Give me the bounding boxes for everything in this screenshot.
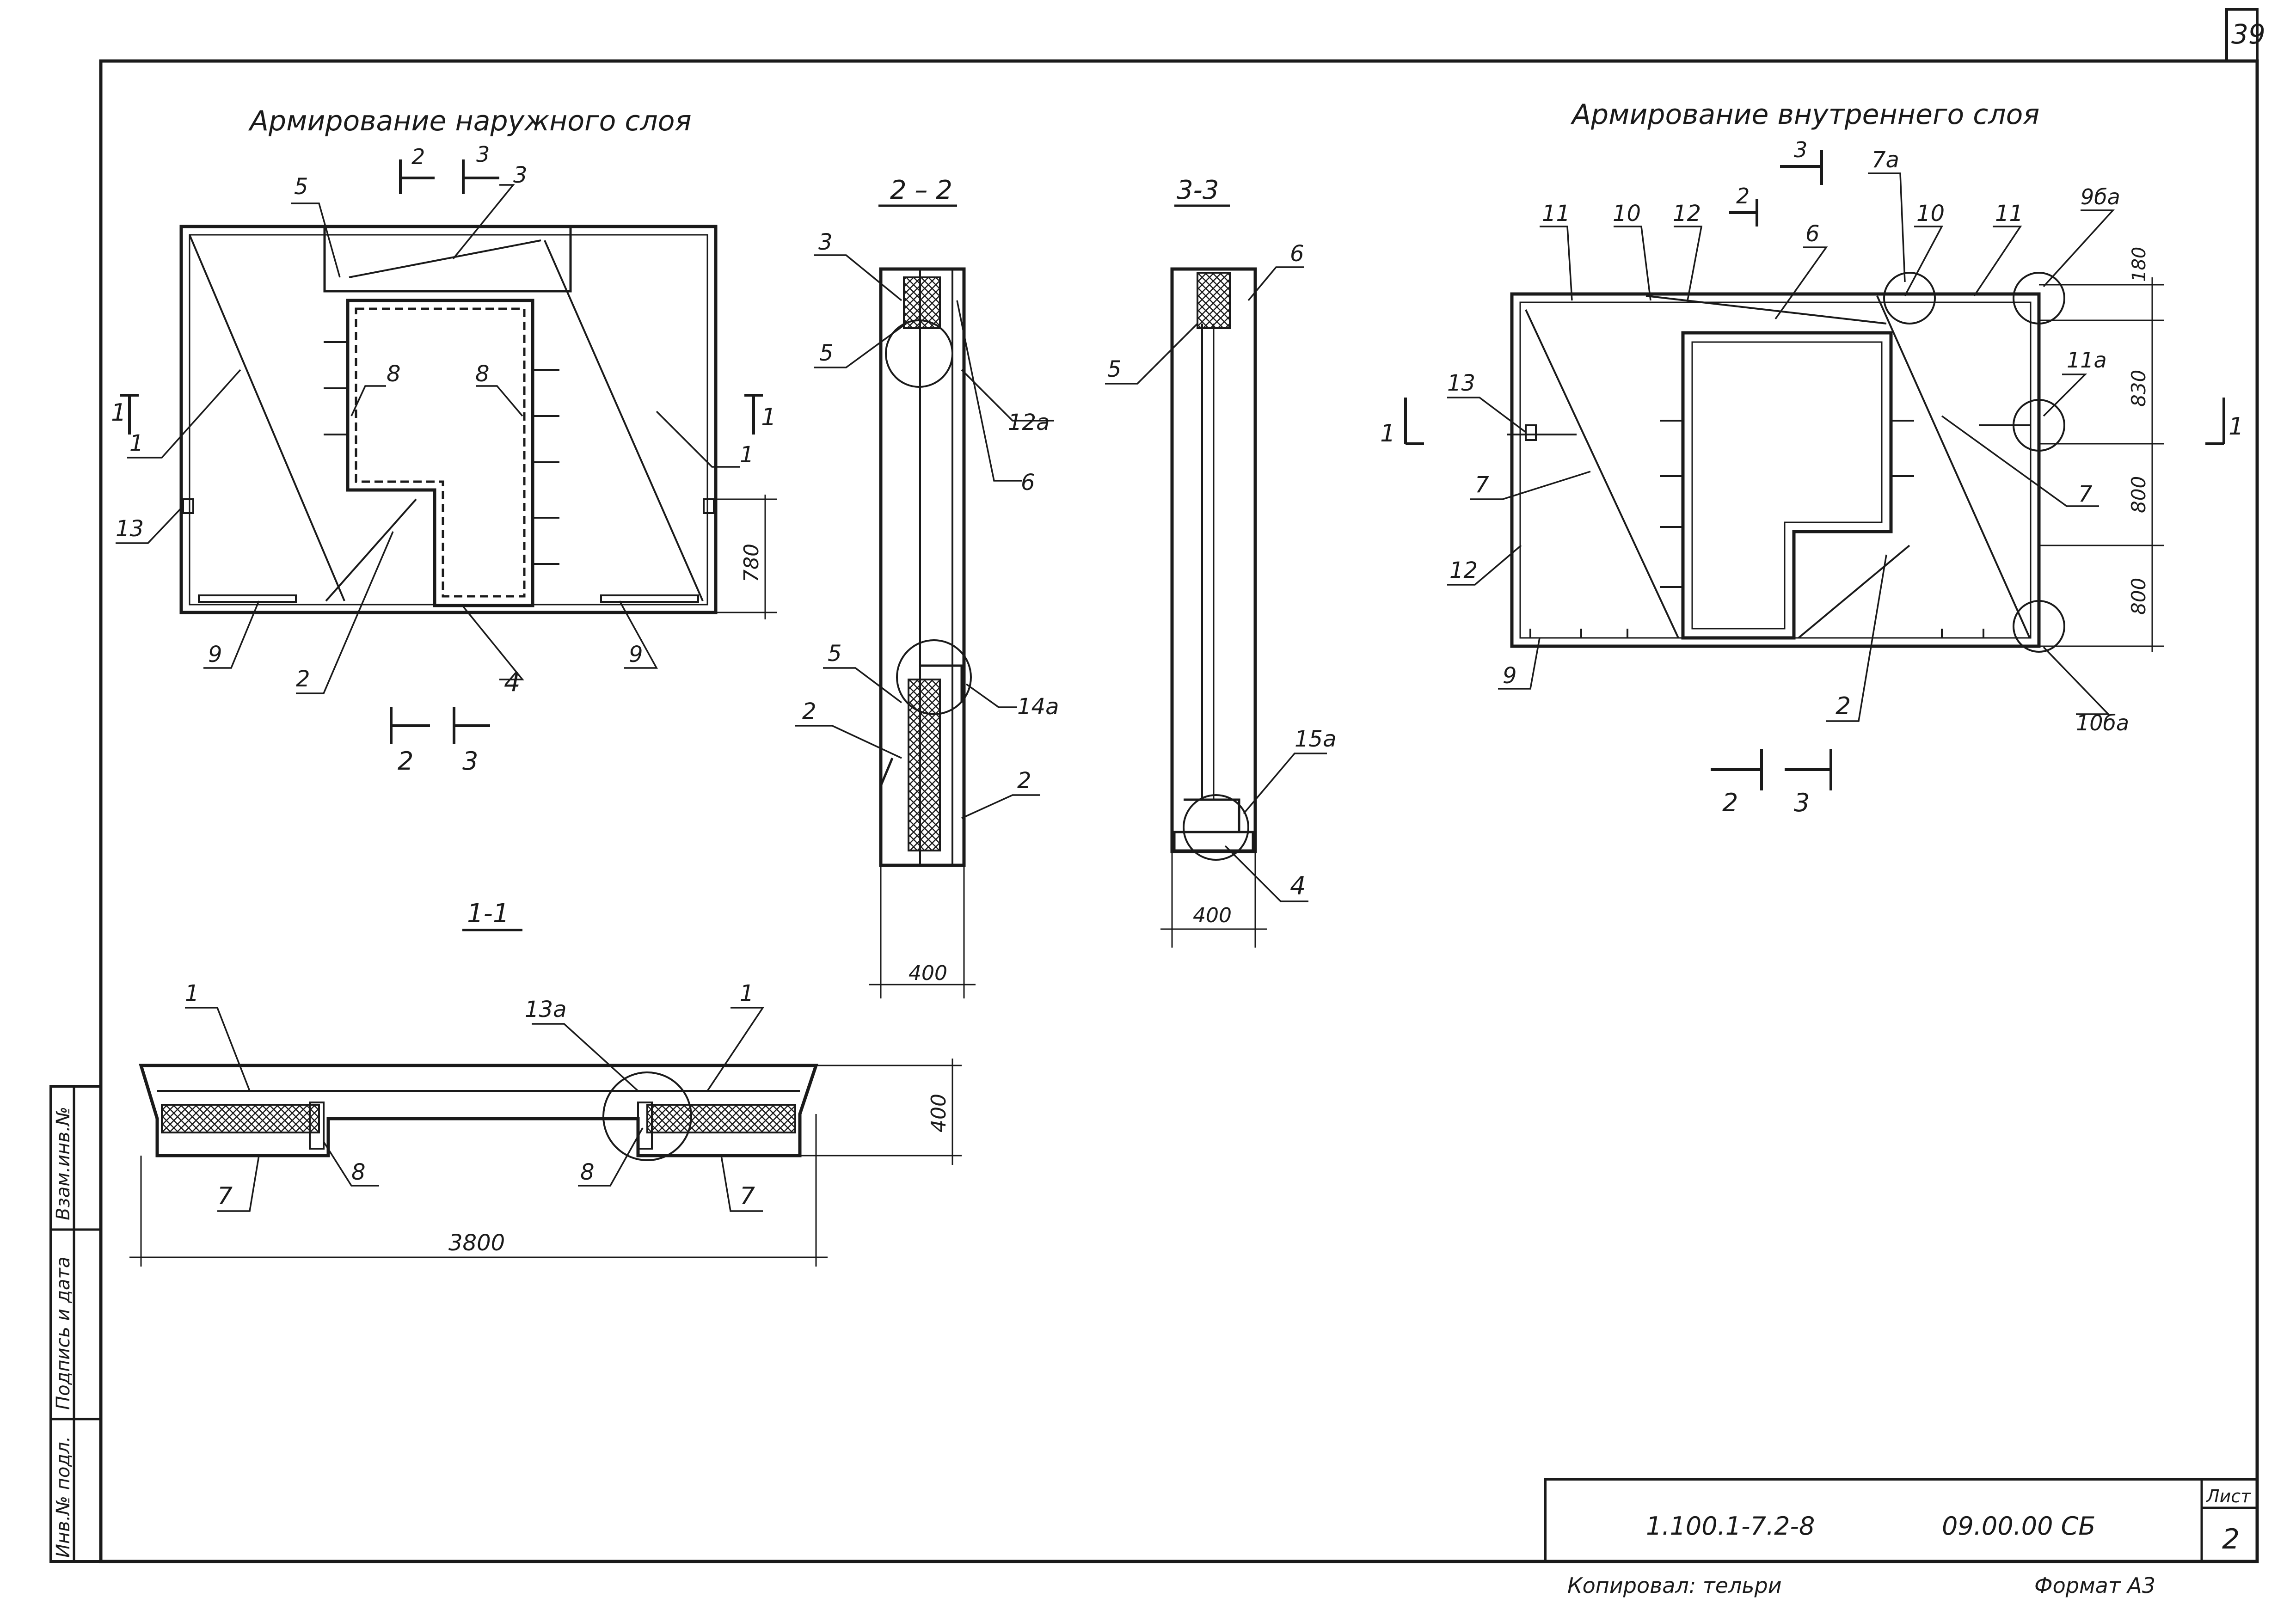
section-2-2-label-5-top: 5: [819, 340, 834, 366]
section-1-1-label-8-right: 8: [580, 1159, 595, 1185]
inner-label-9ba: 9ба: [2081, 184, 2120, 209]
section-2-2: 2 – 2 400 3 6 5 12а 5 14а 2 2: [795, 175, 1059, 998]
inner-label-7-right: 7: [2078, 481, 2093, 507]
sheet-label: Лист: [2205, 1486, 2252, 1506]
stamp-replacement-inv: Взам.инв.№: [53, 1107, 74, 1220]
section-2-2-dim-400: 400: [909, 961, 947, 985]
outer-label-1-left: 1: [129, 430, 144, 456]
sheet-number: 2: [2222, 1523, 2240, 1555]
inner-label-11a: 11а: [2067, 348, 2107, 373]
inner-cut-mark-1-right: 1: [2228, 413, 2244, 441]
inner-label-13: 13: [1447, 370, 1475, 396]
outer-label-1-right: 1: [740, 442, 754, 468]
section-1-1-title: 1-1: [467, 899, 509, 929]
inner-cut-mark-3-top: 3: [1794, 137, 1807, 162]
inner-label-11-left: 11: [1542, 201, 1570, 226]
inner-dim-800-lower: 800: [2127, 578, 2150, 615]
outer-label-9-left: 9: [208, 642, 222, 667]
section-3-3-label-6: 6: [1290, 241, 1304, 267]
inner-cut-mark-2-bottom: 2: [1722, 788, 1738, 817]
outer-label-9-right: 9: [629, 642, 643, 667]
section-1-1-dim-3800: 3800: [448, 1230, 505, 1256]
section-3-3-dim-400: 400: [1193, 904, 1232, 927]
section-2-2-label-14a: 14а: [1017, 694, 1059, 720]
format-label: Формат А3: [2034, 1573, 2155, 1598]
section-2-2-title: 2 – 2: [890, 175, 952, 205]
outer-label-2: 2: [296, 666, 310, 692]
section-2-2-label-3: 3: [818, 229, 833, 255]
inner-cut-mark-2-top: 2: [1736, 184, 1750, 208]
section-3-3-label-15a: 15а: [1295, 726, 1337, 752]
section-1-1-dim-400: 400: [927, 1094, 951, 1132]
section-3-3-label-4: 4: [1290, 871, 1306, 900]
stamp-signature-date: Подпись и дата: [53, 1257, 74, 1410]
outer-cut-mark-1-right: 1: [761, 404, 776, 431]
outer-cut-mark-3-top: 3: [476, 142, 490, 167]
side-stamp-strip: Взам.инв.№ Подпись и дата Инв.№ подл.: [49, 1085, 102, 1563]
section-2-2-label-6: 6: [1021, 470, 1035, 496]
outer-layer-plan: Армирование наружного слоя 780: [111, 105, 777, 776]
inner-dim-800-upper: 800: [2127, 476, 2150, 513]
outer-cut-mark-3-bottom: 3: [462, 747, 478, 776]
outer-label-4: 4: [504, 667, 521, 698]
outer-cut-mark-1-left: 1: [111, 399, 126, 427]
section-2-2-label-5-bottom: 5: [828, 641, 842, 667]
inner-label-10ba: 10ба: [2076, 710, 2129, 735]
outer-label-3: 3: [513, 162, 528, 188]
section-1-1-label-1-right: 1: [740, 980, 754, 1006]
section-1-1: 1-1 400 3800 1 13а 1 7 8 8 7: [129, 899, 962, 1267]
inner-label-9: 9: [1503, 663, 1517, 689]
outer-layer-title: Армирование наружного слоя: [248, 105, 692, 137]
corner-sheet-number: 39: [2231, 18, 2265, 50]
section-1-1-label-8-left: 8: [351, 1159, 366, 1185]
inner-dim-830: 830: [2127, 370, 2150, 407]
section-1-1-label-7-left: 7: [217, 1182, 233, 1210]
outer-dim-780: 780: [740, 544, 763, 582]
inner-label-12-top: 12: [1673, 201, 1701, 226]
inner-layer-plan: Армирование внутреннего слоя 180 830: [1380, 98, 2244, 817]
inner-layer-title: Армирование внутреннего слоя: [1570, 98, 2039, 131]
section-2-2-label-12a: 12а: [1008, 410, 1050, 435]
inner-label-10-right: 10: [1916, 201, 1945, 226]
section-3-3: 3-3 400 6 5 15а 4: [1105, 175, 1337, 948]
inner-label-7-left: 7: [1475, 472, 1489, 498]
outer-label-13: 13: [116, 516, 144, 542]
inner-cut-mark-3-bottom: 3: [1794, 788, 1810, 817]
stamp-original-inv: Инв.№ подл.: [53, 1436, 74, 1558]
copied-by-note: Копировал: тельри: [1567, 1573, 1782, 1598]
section-3-3-title: 3-3: [1177, 175, 1219, 205]
section-3-3-label-5: 5: [1107, 356, 1122, 382]
inner-label-11-right: 11: [1995, 201, 2023, 226]
section-1-1-label-13a: 13а: [525, 997, 567, 1022]
outer-label-8-left: 8: [387, 361, 401, 387]
inner-dim-180: 180: [2129, 247, 2150, 282]
inner-label-10-left: 10: [1613, 201, 1641, 226]
section-1-1-label-7-right: 7: [740, 1182, 755, 1210]
section-2-2-label-2-left: 2: [802, 698, 816, 724]
outer-cut-mark-2-top: 2: [411, 144, 425, 169]
section-1-1-label-1-left: 1: [185, 980, 199, 1006]
inner-label-12-left: 12: [1449, 557, 1478, 583]
section-2-2-label-2-right: 2: [1017, 768, 1031, 794]
outer-label-5: 5: [294, 174, 308, 200]
outer-cut-mark-2-bottom: 2: [398, 747, 413, 776]
inner-label-2: 2: [1836, 692, 1851, 720]
inner-label-6: 6: [1805, 221, 1820, 247]
sheet-frame: 39: [99, 8, 2265, 1563]
series-code: 1.100.1-7.2-8: [1646, 1512, 1815, 1541]
title-block: 1.100.1-7.2-8 09.00.00 СБ Лист 2: [1544, 1478, 2259, 1563]
drawing-code: 09.00.00 СБ: [1942, 1512, 2095, 1541]
inner-label-7a: 7а: [1872, 147, 1899, 173]
inner-cut-mark-1-left: 1: [1380, 420, 1395, 447]
outer-label-8-right: 8: [475, 361, 490, 387]
